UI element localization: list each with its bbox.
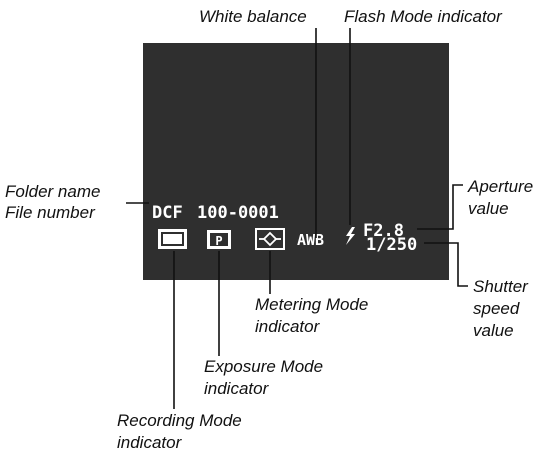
aperture-readout: F2.8 bbox=[363, 221, 404, 241]
shutter-label-line3: value bbox=[473, 321, 514, 340]
folder-name-readout: DCF bbox=[152, 203, 183, 223]
aperture-label-line2: value bbox=[468, 199, 509, 218]
flash-icon bbox=[346, 227, 355, 245]
shutter-readout: 1/250 bbox=[366, 235, 417, 255]
recording-mode-label-line2: indicator bbox=[117, 433, 183, 452]
shutter-leader bbox=[424, 242, 468, 287]
white-balance-label: White balance bbox=[199, 7, 307, 26]
exposure-mode-label-line2: indicator bbox=[204, 379, 270, 398]
recording-mode-icon bbox=[158, 229, 187, 249]
metering-mode-icon bbox=[255, 228, 285, 250]
file-number-readout: 100-0001 bbox=[197, 203, 279, 223]
lcd-screen bbox=[143, 43, 449, 280]
folder-name-label: Folder name bbox=[5, 182, 100, 201]
white-balance-readout: AWB bbox=[297, 231, 324, 249]
exposure-mode-label-line1: Exposure Mode bbox=[204, 357, 323, 376]
exposure-mode-letter: P bbox=[215, 234, 222, 248]
shutter-label-line1: Shutter bbox=[473, 277, 529, 296]
metering-mode-label-line1: Metering Mode bbox=[255, 295, 368, 314]
exposure-mode-icon: P bbox=[207, 230, 231, 249]
flash-mode-label: Flash Mode indicator bbox=[344, 7, 503, 26]
file-number-label: File number bbox=[5, 203, 96, 222]
shutter-label-line2: speed bbox=[473, 299, 520, 318]
aperture-leader bbox=[417, 184, 463, 230]
metering-mode-label-line2: indicator bbox=[255, 317, 321, 336]
aperture-label-line1: Aperture bbox=[467, 177, 533, 196]
recording-mode-label-line1: Recording Mode bbox=[117, 411, 242, 430]
